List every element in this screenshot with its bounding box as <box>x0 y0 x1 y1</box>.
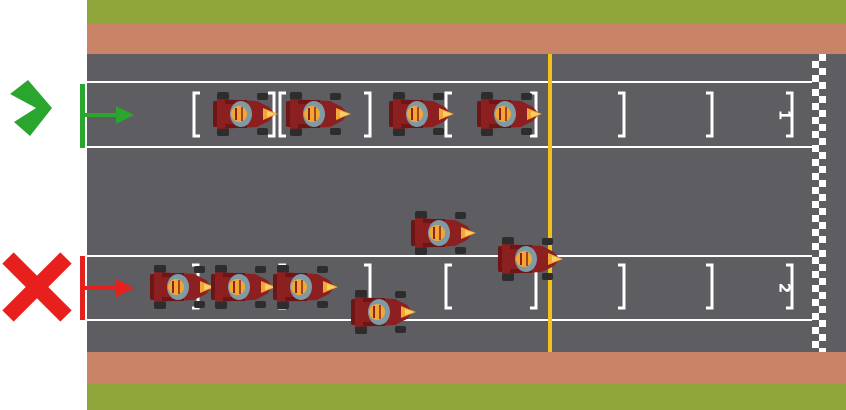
checker-square <box>819 117 826 124</box>
checker-square <box>812 222 819 229</box>
checker-square <box>812 152 819 159</box>
dirt-bottom <box>87 352 846 384</box>
timing-line <box>548 54 552 352</box>
lane-2-number: 2 <box>776 283 794 293</box>
checker-square <box>819 75 826 82</box>
checker-square <box>812 96 819 103</box>
checker-square <box>819 159 826 166</box>
checker-square <box>819 131 826 138</box>
checker-square <box>819 299 826 306</box>
checker-square <box>819 271 826 278</box>
lane-1-start-bar <box>80 84 85 148</box>
checker-square <box>812 194 819 201</box>
checker-square <box>819 257 826 264</box>
x-icon <box>8 258 66 316</box>
checker-square <box>819 285 826 292</box>
grass-bottom <box>87 384 846 410</box>
check-icon <box>10 80 52 136</box>
checker-square <box>812 334 819 341</box>
checker-square <box>819 229 826 236</box>
checker-square <box>812 320 819 327</box>
checker-square <box>812 278 819 285</box>
checker-square <box>812 250 819 257</box>
checker-square <box>812 348 819 352</box>
checker-square <box>812 124 819 131</box>
checker-square <box>819 89 826 96</box>
checker-square <box>819 61 826 68</box>
checker-square <box>812 292 819 299</box>
checker-square <box>812 82 819 89</box>
checker-square <box>812 236 819 243</box>
checker-square <box>819 145 826 152</box>
checker-square <box>819 215 826 222</box>
checker-square <box>812 208 819 215</box>
checker-square <box>812 68 819 75</box>
checker-square <box>819 103 826 110</box>
checker-square <box>819 173 826 180</box>
grass-top <box>87 0 846 24</box>
checker-square <box>819 201 826 208</box>
checker-square <box>812 166 819 173</box>
checker-square <box>819 243 826 250</box>
lane-2-start-bar <box>80 256 85 320</box>
checker-square <box>819 313 826 320</box>
checker-square <box>812 180 819 187</box>
checker-square <box>812 110 819 117</box>
checker-square <box>812 306 819 313</box>
checker-square <box>812 264 819 271</box>
finish-line <box>812 54 826 352</box>
checker-square <box>819 187 826 194</box>
dirt-top <box>87 24 846 54</box>
checker-square <box>819 341 826 348</box>
checker-square <box>812 54 819 61</box>
lane-1-number: 1 <box>776 110 794 120</box>
checker-square <box>812 138 819 145</box>
checker-square <box>819 327 826 334</box>
